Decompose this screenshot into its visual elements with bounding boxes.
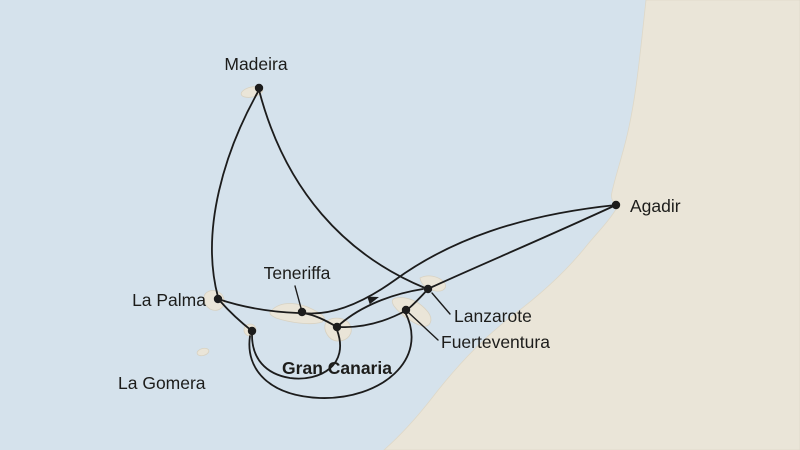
route-agadir-teneriffa (302, 204, 617, 315)
island-el-hierro (196, 347, 210, 357)
port-dot-teneriffa (297, 307, 307, 317)
route-agadir-lanzarote (431, 204, 617, 288)
label-teneriffa: Teneriffa (264, 263, 331, 283)
route-fuerteventura-gran-canaria (339, 309, 408, 328)
label-gran-canaria: Gran Canaria (282, 358, 392, 378)
leader-lines (294, 285, 451, 341)
label-madeira: Madeira (224, 54, 287, 74)
route-gran-canaria-lanzarote (336, 288, 424, 328)
leader-fuerteventura (408, 312, 439, 341)
route-la-gomera-la-palma (219, 300, 253, 332)
label-agadir: Agadir (630, 196, 681, 216)
route-la-palma-teneriffa (217, 298, 299, 314)
route-la-palma-madeira (211, 89, 260, 298)
route-lines (211, 89, 617, 399)
port-labels: Madeira Agadir La Palma Teneriffa Lanzar… (118, 54, 681, 393)
label-la-gomera: La Gomera (118, 373, 206, 393)
label-fuerteventura: Fuerteventura (441, 332, 550, 352)
port-dot-fuerteventura (401, 305, 411, 315)
port-dot-madeira (254, 83, 264, 93)
route-loop-gran-canaria-la-gomera (251, 329, 341, 380)
route-direction-arrow (367, 296, 379, 305)
port-dots (213, 83, 621, 336)
label-lanzarote: Lanzarote (454, 306, 532, 326)
route-loop-fuerteventura-la-gomera (248, 311, 413, 399)
port-dot-gran-canaria (332, 322, 342, 332)
label-la-palma: La Palma (132, 290, 206, 310)
port-dot-agadir (611, 200, 621, 210)
port-dot-lanzarote (423, 284, 433, 294)
port-dot-la-palma (213, 294, 223, 304)
route-madeira-lanzarote (258, 89, 426, 289)
port-dot-la-gomera (247, 326, 257, 336)
mainland-africa (383, 0, 800, 450)
leader-teneriffa (294, 285, 302, 309)
leader-lanzarote (431, 292, 451, 315)
